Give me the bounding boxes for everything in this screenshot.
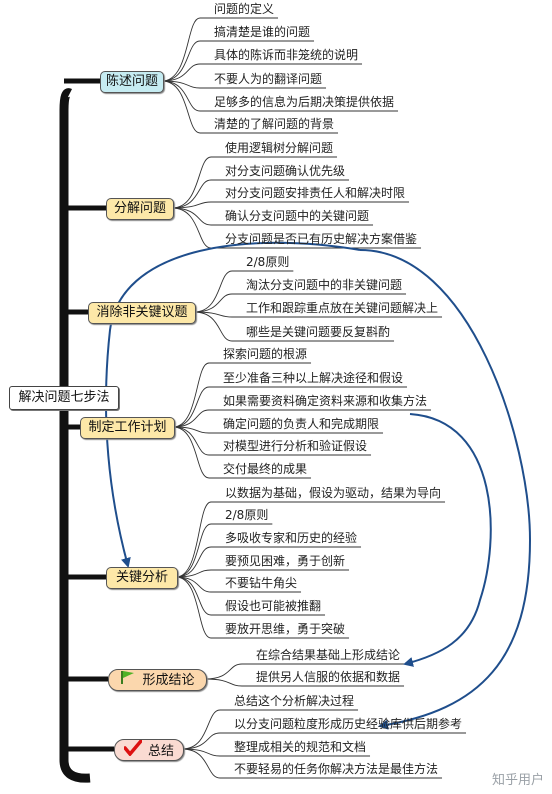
leaf-connector bbox=[181, 732, 467, 750]
leaf-connector bbox=[175, 501, 446, 578]
branch-decompose-problem: 分解问题 bbox=[106, 198, 174, 220]
leaf-item: 使用逻辑树分解问题 bbox=[225, 141, 334, 155]
flow-arrow-data-to-conclusion bbox=[403, 413, 492, 667]
leaf-connector bbox=[175, 569, 350, 578]
leaf-item: 工作和跟踪重点放在关键问题解决上 bbox=[246, 301, 439, 315]
leaf-connector bbox=[171, 179, 350, 209]
watermark: 知乎用户 bbox=[491, 773, 544, 788]
leaf-item: 假设也可能被推翻 bbox=[225, 599, 322, 613]
trunk-line bbox=[59, 88, 91, 783]
root-node: 解决问题七步法 bbox=[9, 386, 119, 410]
leaf-item: 多吸收专家和历史的经验 bbox=[225, 531, 358, 545]
leaf-connector bbox=[175, 576, 350, 639]
leaf-item: 不要钻牛角尖 bbox=[225, 576, 298, 590]
leaf-connector bbox=[181, 748, 443, 779]
leaf-item: 在综合结果基础上形成结论 bbox=[256, 648, 401, 662]
leaf-connector bbox=[161, 80, 399, 112]
leaf-connector bbox=[171, 201, 410, 209]
leaf-item: 对分支问题安排责任人和解决时限 bbox=[225, 186, 406, 200]
branch-make-work-plan: 制定工作计划 bbox=[80, 417, 175, 439]
leaf-item: 足够多的信息为后期决策提供依据 bbox=[214, 95, 395, 109]
leaf-item: 确认分支问题中的关键问题 bbox=[225, 209, 370, 223]
leaf-connector bbox=[161, 63, 363, 82]
branch-form-conclusion: 形成结论 bbox=[108, 669, 207, 691]
leaf-item: 总结这个分析解决过程 bbox=[234, 694, 355, 708]
flow-arrow-history-to-analysis bbox=[105, 241, 361, 568]
leaf-item: 哪些是关键问题要反复斟酌 bbox=[246, 325, 391, 339]
branch-summary: 总结 bbox=[114, 739, 184, 761]
leaf-item: 问题的定义 bbox=[214, 2, 275, 16]
leaf-item: 淘汰分支问题中的非关键问题 bbox=[246, 278, 403, 292]
leaf-item: 探索问题的根源 bbox=[223, 347, 308, 361]
leaf-connector bbox=[181, 748, 371, 757]
leaf-connector bbox=[172, 409, 432, 428]
leaf-item: 交付最终的成果 bbox=[223, 462, 308, 476]
branch-key-analysis: 关键分析 bbox=[106, 567, 178, 589]
leaf-item: 分支问题是否已有历史解决方案借鉴 bbox=[225, 232, 418, 246]
branch-label: 消除非关键议题 bbox=[96, 305, 188, 320]
leaf-item: 对模型进行分析和验证假设 bbox=[223, 439, 368, 453]
leaf-item: 整理成相关的规范和文档 bbox=[234, 740, 367, 754]
branch-state-problem: 陈述问题 bbox=[100, 71, 164, 93]
leaf-connector bbox=[172, 426, 372, 456]
leaf-item: 要放开思维，勇于突破 bbox=[225, 622, 346, 636]
flag-icon bbox=[120, 670, 136, 691]
leaf-connector bbox=[204, 678, 405, 687]
branch-label: 总结 bbox=[147, 744, 174, 759]
leaf-item: 以数据为基础，假设为驱动，结果为导向 bbox=[225, 486, 442, 500]
leaf-item: 具体的陈诉而非笼统的说明 bbox=[214, 48, 359, 62]
leaf-connector bbox=[171, 156, 338, 209]
leaf-item: 以分支问题粒度形成历史经验库供后期参考 bbox=[234, 717, 463, 731]
branch-label: 形成结论 bbox=[142, 673, 195, 688]
leaf-connector bbox=[181, 709, 359, 750]
leaf-connector bbox=[172, 426, 384, 434]
leaf-connector bbox=[193, 293, 407, 313]
leaf-item: 如果需要资料确定资料来源和收集方法 bbox=[223, 394, 428, 408]
branch-eliminate-noncritical: 消除非关键议题 bbox=[88, 302, 196, 324]
leaf-connector bbox=[172, 386, 408, 428]
leaf-connector bbox=[161, 17, 279, 82]
leaf-item: 不要人为的翻译问题 bbox=[214, 72, 323, 86]
leaf-connector bbox=[204, 663, 405, 680]
leaf-item: 搞清楚是谁的问题 bbox=[214, 25, 311, 39]
leaf-connector bbox=[171, 207, 374, 226]
leaf-connector bbox=[193, 270, 294, 313]
leaf-connector bbox=[172, 362, 312, 428]
leaf-connector bbox=[175, 546, 362, 578]
leaf-connector bbox=[175, 523, 273, 578]
leaf-item: 不要轻易的任务你解决方法是最佳方法 bbox=[234, 762, 439, 776]
leaf-item: 提供另人信服的依据和数据 bbox=[256, 670, 401, 684]
leaf-connector bbox=[172, 426, 312, 479]
leaf-connector bbox=[193, 311, 395, 342]
leaf-connector bbox=[175, 576, 302, 593]
leaf-item: 清楚的了解问题的背景 bbox=[214, 117, 335, 131]
leaf-connector bbox=[161, 80, 339, 134]
leaf-connector bbox=[193, 311, 443, 318]
leaf-item: 至少准备三种以上解决途径和假设 bbox=[223, 371, 404, 385]
leaf-connector bbox=[175, 576, 326, 616]
check-icon bbox=[123, 739, 143, 763]
leaf-item: 2/8原则 bbox=[246, 255, 290, 269]
flow-arrow-history-to-summary bbox=[359, 249, 532, 730]
leaf-connector bbox=[161, 40, 315, 82]
branch-label: 制定工作计划 bbox=[88, 420, 167, 435]
leaf-item: 要预见困难，勇于创新 bbox=[225, 554, 346, 568]
branch-label: 分解问题 bbox=[113, 201, 166, 216]
leaf-connector bbox=[161, 80, 327, 89]
branch-label: 陈述问题 bbox=[105, 74, 158, 89]
leaf-item: 确定问题的负责人和完成期限 bbox=[223, 417, 380, 431]
branch-label: 关键分析 bbox=[115, 570, 168, 585]
leaf-item: 2/8原则 bbox=[225, 508, 269, 522]
leaf-item: 对分支问题确认优先级 bbox=[225, 164, 346, 178]
